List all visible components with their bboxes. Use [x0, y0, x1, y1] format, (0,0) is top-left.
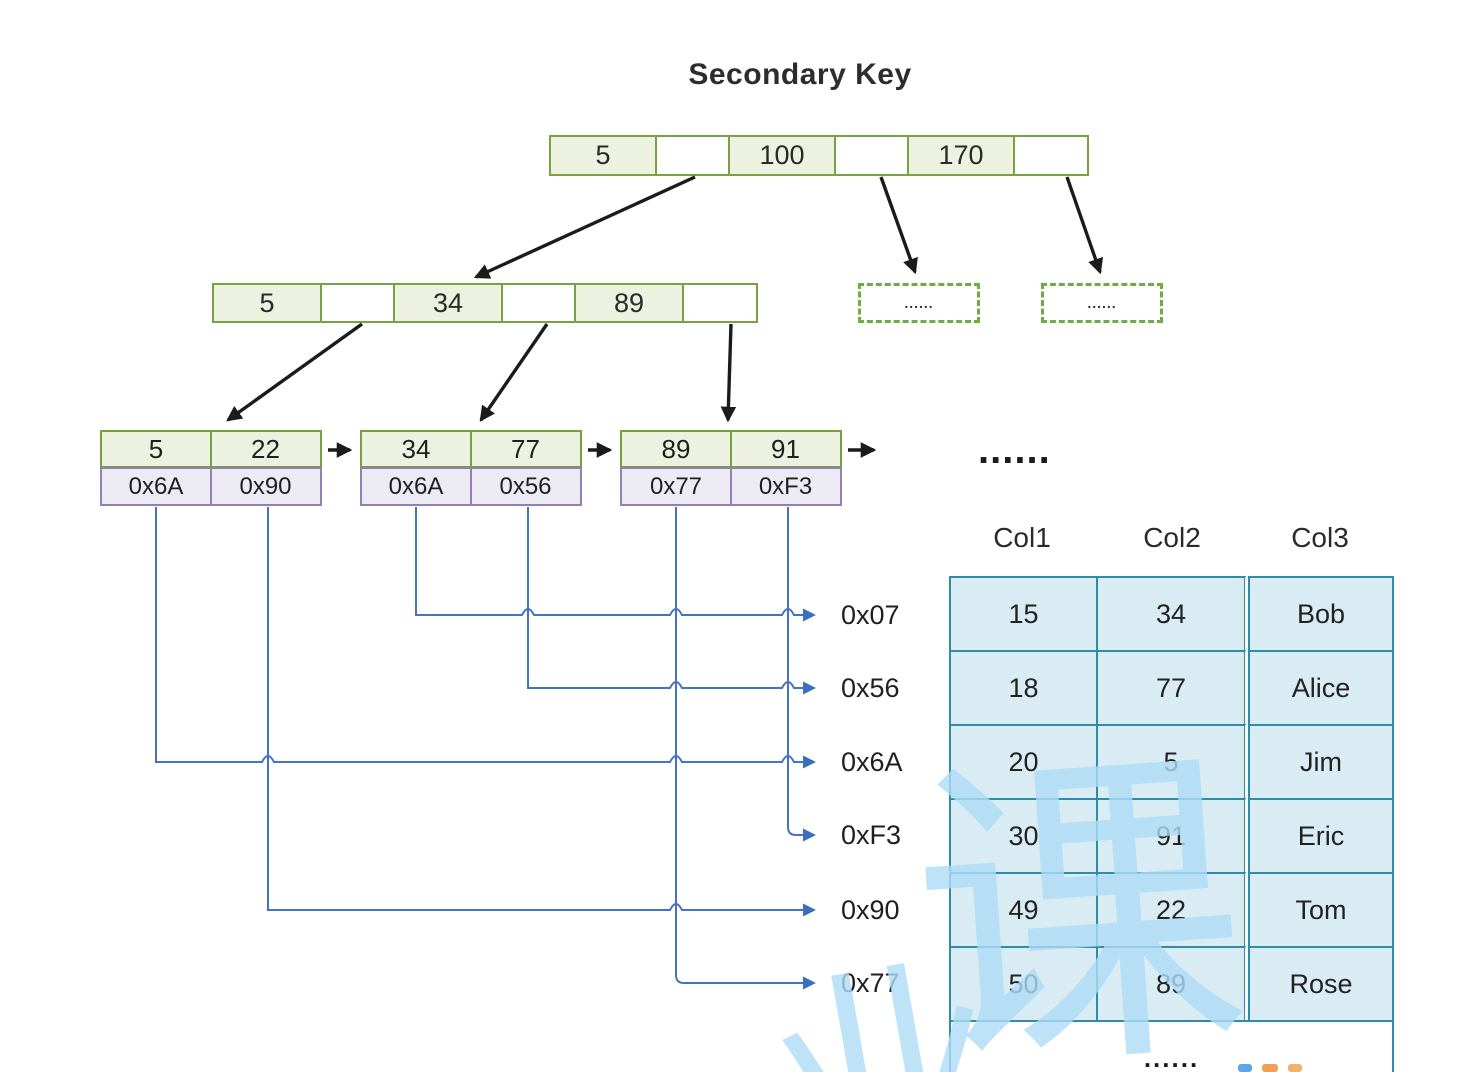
- record-address-label: 0x56: [841, 673, 900, 703]
- leaf-key-cell: 89: [620, 430, 732, 468]
- table-cell: 34: [1095, 575, 1247, 653]
- internal-key-cell: 5: [212, 283, 322, 323]
- table-cell: Tom: [1247, 871, 1395, 949]
- record-address-label: 0x77: [841, 968, 900, 998]
- table-cell: 89: [1095, 945, 1247, 1023]
- table-column-gap: [1245, 873, 1249, 947]
- root-key-cell: 5: [549, 135, 657, 176]
- data-table: 15 34 Bob 18 77 Alice 20 5 Jim 30 91 Eri…: [948, 575, 1395, 1072]
- arrow-internal-to-leaf2: [479, 323, 549, 422]
- record-address-label: 0x6A: [841, 747, 903, 777]
- table-column-header: Col2: [1143, 522, 1201, 553]
- root-pointer-cell: [1012, 135, 1089, 176]
- leaf-key-cell: 5: [100, 430, 212, 468]
- table-cell: Rose: [1247, 945, 1395, 1023]
- leaf-node: 89 91 0x77 0xF3: [620, 430, 844, 506]
- connector-to-0x6A: [155, 507, 816, 769]
- table-cell: Alice: [1247, 649, 1395, 727]
- table-cell: 5: [1095, 723, 1247, 801]
- table-column-gap: [1245, 725, 1249, 799]
- table-column-gap: [1245, 651, 1249, 725]
- root-pointer-cell: [833, 135, 910, 176]
- table-column-gap: [1245, 947, 1249, 1021]
- table-cell: 50: [948, 945, 1099, 1023]
- internal-pointer-cell: [500, 283, 577, 323]
- internal-key-cell: 89: [574, 283, 684, 323]
- connector-to-0x90: [267, 507, 816, 917]
- table-cell: 91: [1095, 797, 1247, 875]
- table-continuation-row: ......: [948, 1019, 1395, 1072]
- table-cell: 49: [948, 871, 1099, 949]
- table-column-gap: [1245, 799, 1249, 873]
- dashed-subtree-box: ......: [858, 283, 980, 323]
- record-address-label: 0x90: [841, 895, 900, 925]
- internal-pointer-cell: [319, 283, 396, 323]
- leaf-address-cell: 0x90: [209, 467, 322, 506]
- leaf-continuation-dots: ......: [978, 428, 1051, 472]
- leaf-key-cell: 77: [469, 430, 582, 468]
- diagram-title: Secondary Key: [688, 58, 912, 91]
- btree-internal-node: 5 34 89: [212, 283, 758, 323]
- table-cell: 30: [948, 797, 1099, 875]
- arrow-root-to-internal: [473, 175, 696, 279]
- record-address-label: 0x07: [841, 600, 900, 630]
- dashed-subtree-box: ......: [1041, 283, 1163, 323]
- leaf-address-cell: 0x77: [620, 467, 732, 506]
- leaf-key-cell: 91: [729, 430, 842, 468]
- table-cell: 15: [948, 575, 1099, 653]
- arrow-root-to-dashed-left: [879, 176, 918, 275]
- connector-to-0x77: [675, 507, 816, 990]
- leaf-key-cell: 22: [209, 430, 322, 468]
- connector-to-0x56: [527, 507, 816, 695]
- connector-to-0xF3: [787, 507, 816, 842]
- internal-key-cell: 34: [393, 283, 503, 323]
- table-cell: Jim: [1247, 723, 1395, 801]
- table-column-header: Col1: [993, 522, 1051, 553]
- root-key-cell: 100: [728, 135, 836, 176]
- record-address-label: 0xF3: [841, 820, 902, 850]
- leaf-address-cell: 0x6A: [360, 467, 472, 506]
- table-column-header: Col3: [1291, 522, 1349, 553]
- arrow-internal-to-leaf1: [226, 322, 363, 422]
- table-cell: 20: [948, 723, 1099, 801]
- leaf-address-cell: 0xF3: [729, 467, 842, 506]
- table-column-gap: [1245, 577, 1249, 651]
- leaf-address-cell: 0x56: [469, 467, 582, 506]
- leaf-node: 34 77 0x6A 0x56: [360, 430, 584, 506]
- table-cell: 18: [948, 649, 1099, 727]
- table-cell: 77: [1095, 649, 1247, 727]
- btree-root-node: 5 100 170: [549, 135, 1089, 176]
- leaf-node: 5 22 0x6A 0x90: [100, 430, 324, 506]
- table-cell: Bob: [1247, 575, 1395, 653]
- table-cell: 22: [1095, 871, 1247, 949]
- leaf-address-cell: 0x6A: [100, 467, 212, 506]
- record-pointer-connectors: [155, 507, 816, 990]
- table-cell: Eric: [1247, 797, 1395, 875]
- arrow-root-to-dashed-right: [1065, 176, 1104, 275]
- arrow-internal-to-leaf3: [720, 323, 737, 423]
- connector-to-0x07: [415, 507, 816, 622]
- root-key-cell: 170: [907, 135, 1015, 176]
- leaf-key-cell: 34: [360, 430, 472, 468]
- internal-pointer-cell: [681, 283, 758, 323]
- root-pointer-cell: [654, 135, 731, 176]
